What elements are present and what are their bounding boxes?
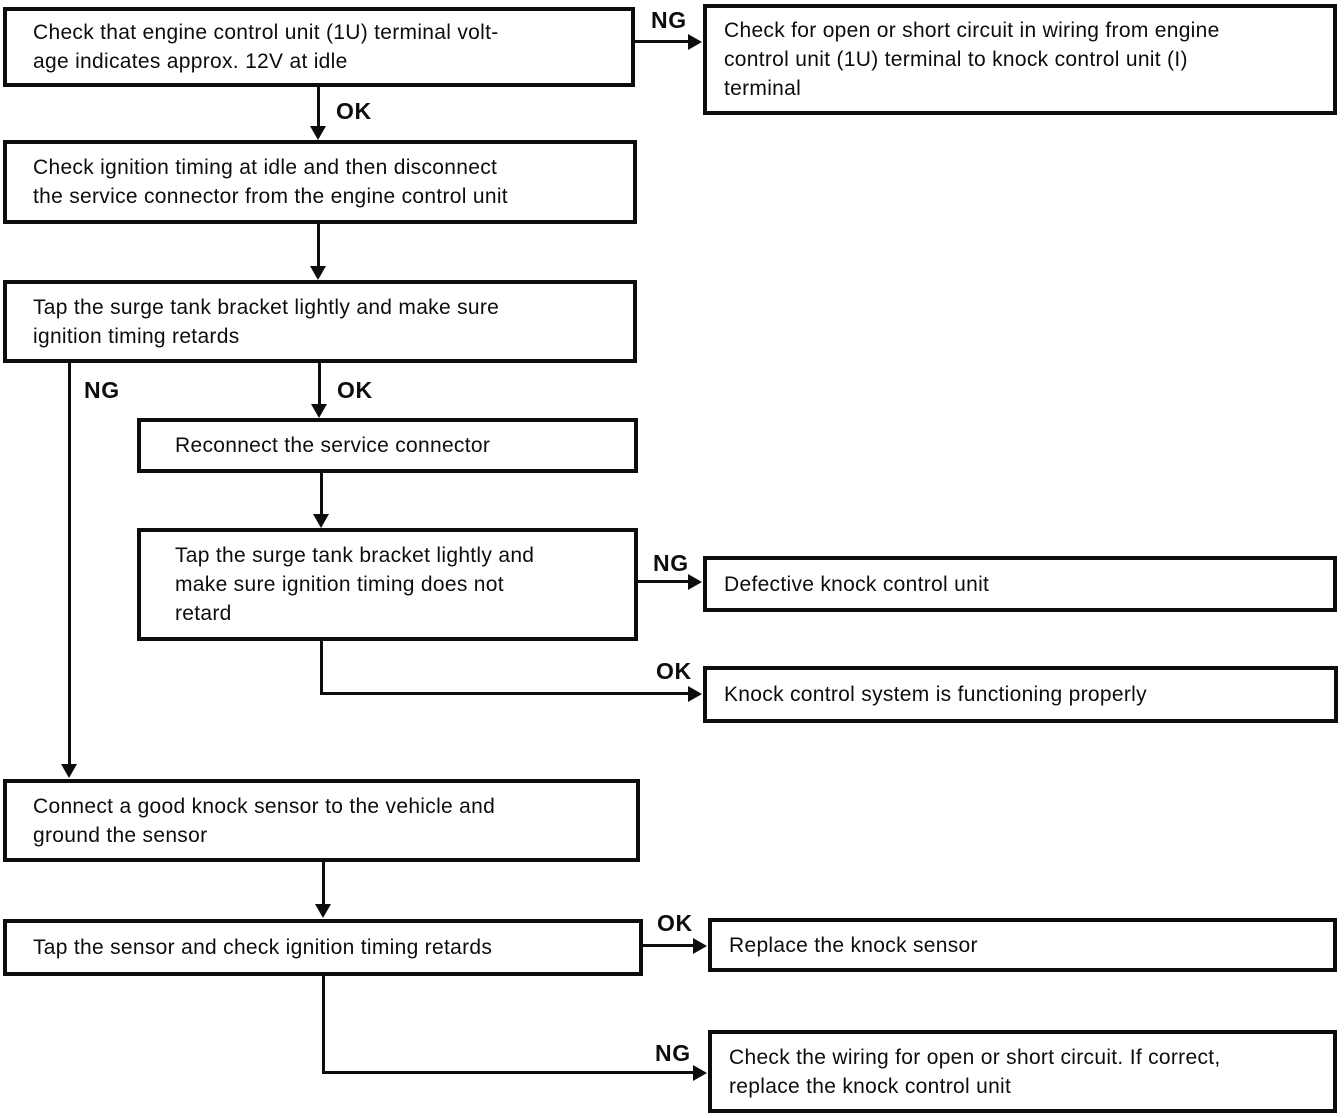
flow-box-check-ignition-timing: Check ignition timing at idle and then d… bbox=[3, 140, 637, 224]
edge-line bbox=[643, 944, 694, 947]
flow-box-check-ecu-voltage: Check that engine control unit (1U) term… bbox=[3, 7, 635, 87]
flow-box-system-functioning-properly: Knock control system is functioning prop… bbox=[703, 666, 1338, 723]
flow-box-text-line: Tap the surge tank bracket lightly and bbox=[175, 544, 535, 567]
edge-line bbox=[318, 363, 321, 405]
flow-box-text-line: retard bbox=[175, 602, 232, 625]
arrowhead-right-icon bbox=[688, 34, 702, 50]
flow-box-text-line: Knock control system is functioning prop… bbox=[724, 683, 1147, 706]
edge-line bbox=[322, 862, 325, 905]
edge-label-ng: NG bbox=[84, 377, 120, 403]
edge-line bbox=[320, 473, 323, 515]
arrowhead-right-icon bbox=[688, 686, 702, 702]
flow-box-text-line: ground the sensor bbox=[33, 823, 208, 847]
edge-line bbox=[317, 87, 320, 129]
edge-line bbox=[322, 1071, 695, 1074]
edge-label-ok: OK bbox=[336, 98, 372, 124]
flow-box-text-line: Defective knock control unit bbox=[724, 572, 990, 596]
flow-box-text-line: control unit (1U) terminal to knock cont… bbox=[724, 48, 1188, 71]
flow-box-replace-knock-sensor: Replace the knock sensor bbox=[708, 918, 1337, 972]
flow-box-text-line: terminal bbox=[724, 77, 802, 100]
edge-label-ok: OK bbox=[337, 377, 373, 403]
edge-line bbox=[68, 363, 71, 765]
flow-box-text-line: Tap the sensor and check ignition timing… bbox=[33, 936, 493, 959]
edge-label-ok: OK bbox=[656, 658, 692, 684]
flow-box-reconnect-service-connector: Reconnect the service connector bbox=[137, 418, 638, 473]
flow-box-tap-sensor-check-timing: Tap the sensor and check ignition timing… bbox=[3, 919, 643, 976]
edge-line bbox=[322, 976, 325, 1074]
flow-box-text-line: Check that engine control unit (1U) term… bbox=[33, 21, 499, 44]
flow-box-text-line: the service connector from the engine co… bbox=[33, 185, 508, 208]
arrowhead-down-icon bbox=[310, 266, 326, 280]
edge-line bbox=[635, 40, 691, 43]
arrowhead-right-icon bbox=[688, 574, 702, 590]
flow-box-text-line: age indicates approx. 12V at idle bbox=[33, 50, 348, 73]
flow-box-text-line: Check for open or short circuit in wirin… bbox=[724, 19, 1220, 42]
arrowhead-down-icon bbox=[311, 404, 327, 418]
flow-box-text-line: Replace the knock sensor bbox=[729, 933, 978, 957]
flow-box-text-line: replace the knock control unit bbox=[729, 1074, 1012, 1098]
arrowhead-right-icon bbox=[693, 938, 707, 954]
arrowhead-down-icon bbox=[315, 904, 331, 918]
flow-box-check-wiring-replace-unit: Check the wiring for open or short circu… bbox=[708, 1030, 1337, 1113]
edge-line bbox=[638, 580, 690, 583]
flow-box-text-line: Tap the surge tank bracket lightly and m… bbox=[33, 295, 500, 319]
edge-label-ng: NG bbox=[651, 7, 687, 33]
flow-box-text-line: Check the wiring for open or short circu… bbox=[729, 1045, 1221, 1069]
flow-box-text-line: ignition timing retards bbox=[33, 324, 240, 348]
arrowhead-right-icon bbox=[693, 1065, 707, 1081]
flow-box-connect-good-knock-sensor: Connect a good knock sensor to the vehic… bbox=[3, 779, 640, 862]
flow-box-check-wiring-open-short: Check for open or short circuit in wirin… bbox=[703, 4, 1337, 115]
flow-box-text-line: make sure ignition timing does not bbox=[175, 573, 504, 596]
edge-line bbox=[320, 641, 323, 695]
arrowhead-down-icon bbox=[313, 514, 329, 528]
edge-line bbox=[317, 224, 320, 267]
edge-label-ok: OK bbox=[657, 910, 693, 936]
edge-label-ng: NG bbox=[655, 1040, 691, 1066]
flow-box-tap-surge-tank-retards: Tap the surge tank bracket lightly and m… bbox=[3, 280, 637, 363]
flow-box-text-line: Connect a good knock sensor to the vehic… bbox=[33, 794, 496, 818]
flow-box-text-line: Reconnect the service connector bbox=[175, 434, 491, 457]
edge-label-ng: NG bbox=[653, 550, 689, 576]
flow-box-text-line: Check ignition timing at idle and then d… bbox=[33, 156, 498, 179]
arrowhead-down-icon bbox=[61, 764, 77, 778]
edge-line bbox=[320, 692, 690, 695]
arrowhead-down-icon bbox=[310, 126, 326, 140]
flow-box-defective-knock-control-unit: Defective knock control unit bbox=[703, 556, 1337, 612]
flow-box-tap-surge-tank-no-retard: Tap the surge tank bracket lightly and m… bbox=[137, 528, 638, 641]
